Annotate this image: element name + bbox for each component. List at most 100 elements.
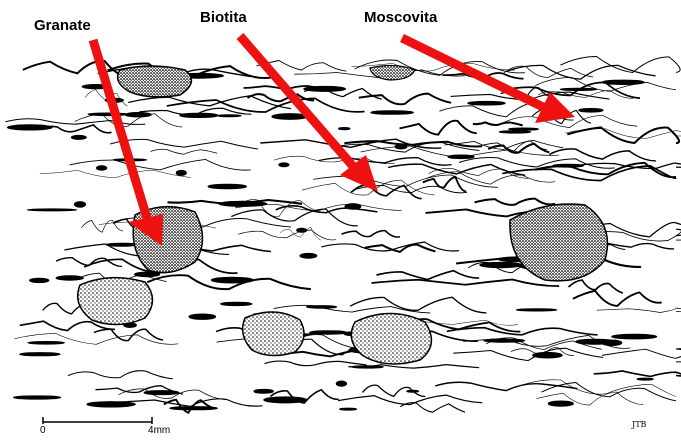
foliation-line: [602, 348, 681, 361]
biotite-flake: [144, 391, 179, 395]
biotite-flake: [217, 115, 241, 117]
garnet-crystal: [78, 278, 153, 325]
foliation-line: [359, 94, 452, 105]
foliation-line: [447, 328, 598, 335]
biotite-flake: [106, 243, 136, 246]
scale-unit: mm: [154, 425, 171, 436]
biotite-flake: [7, 125, 52, 130]
biotite-flake: [208, 184, 247, 189]
biotite-flake: [484, 339, 525, 342]
biotite-flake: [407, 390, 419, 392]
biotite-flake: [579, 109, 603, 113]
biotite-flake: [97, 166, 107, 170]
scale-start-label: 0: [40, 425, 46, 436]
biotite-flake: [125, 113, 151, 117]
biotite-flake: [88, 113, 128, 116]
biotite-flake: [304, 86, 346, 91]
biotite-flake: [306, 306, 336, 309]
foliation-line: [535, 78, 676, 92]
biotite-flake: [170, 407, 218, 410]
biotite-flake: [189, 314, 216, 319]
foliation-line: [542, 383, 677, 401]
biotite-flake: [448, 155, 474, 159]
scale-bar: [43, 417, 152, 424]
foliation-line: [94, 329, 163, 340]
biotite-flake: [480, 262, 522, 267]
garnet-crystal: [510, 204, 608, 281]
foliation-line: [597, 308, 681, 313]
biotite-flake: [338, 128, 350, 130]
foliation-line: [426, 172, 556, 185]
foliation-line: [40, 170, 191, 178]
biotite-flake: [553, 164, 584, 167]
biotite-flake: [340, 408, 357, 410]
foliation-line: [475, 199, 556, 205]
foliation-line: [473, 122, 523, 125]
foliation-line: [350, 297, 486, 313]
foliation-line: [6, 119, 146, 125]
label-moscovita: Moscovita: [364, 9, 437, 26]
biotite-flake: [310, 331, 347, 334]
biotite-flake: [345, 204, 361, 210]
foliation-line: [231, 209, 357, 226]
garnet-crystal: [118, 66, 192, 97]
biotite-flake: [516, 309, 557, 311]
biotite-flake: [87, 402, 135, 407]
biotite-flake: [56, 276, 83, 280]
biotite-flake: [509, 128, 539, 130]
foliation-line: [561, 57, 681, 73]
biotite-flake: [221, 302, 252, 305]
foliation-line: [265, 361, 367, 366]
biotite-flake: [279, 163, 289, 167]
biotite-flake: [297, 228, 307, 232]
foliation-line: [342, 231, 400, 237]
biotite-flake: [533, 352, 563, 358]
garnet-crystal: [370, 65, 415, 80]
foliation-line: [248, 94, 315, 101]
biotite-flake: [548, 401, 573, 406]
foliation-line: [119, 399, 263, 407]
biotite-flake: [612, 334, 657, 339]
biotite-flake: [351, 366, 383, 368]
biotite-flake: [219, 201, 267, 206]
biotite-flake: [468, 101, 505, 105]
biotite-flake: [254, 389, 274, 393]
biotite-flake: [499, 131, 531, 133]
biotite-flake: [27, 209, 77, 211]
foliation-line: [400, 121, 477, 135]
biotite-flake: [74, 202, 85, 208]
biotite-flake: [371, 111, 414, 115]
biotite-flake: [264, 397, 307, 403]
foliation-line: [238, 230, 336, 240]
biotite-flake: [560, 88, 597, 90]
garnet-crystal: [351, 314, 431, 365]
biotite-flake: [336, 381, 346, 386]
biotite-flake: [13, 396, 60, 399]
biotite-flake: [300, 253, 317, 258]
foliation-line: [481, 141, 546, 152]
biotite-flake: [211, 277, 253, 283]
foliation-line: [573, 291, 662, 306]
biotite-flake: [176, 170, 186, 175]
foliation-line: [274, 156, 395, 163]
biotite-flake: [180, 113, 218, 117]
biotita-arrow: [240, 36, 378, 192]
label-granate: Granate: [34, 17, 91, 34]
foliation-line: [313, 175, 498, 187]
foliation-line: [151, 149, 218, 154]
biotite-flake: [20, 353, 60, 356]
foliation-line: [594, 371, 681, 377]
label-biotita: Biotita: [200, 9, 247, 26]
garnet-crystal: [243, 312, 304, 356]
biotite-flake: [28, 342, 65, 345]
biotite-flake: [71, 135, 86, 139]
foliation-line: [68, 371, 173, 379]
foliation-line: [372, 280, 560, 287]
biotite-flake: [602, 80, 644, 84]
foliation-line: [167, 98, 365, 112]
artist-initials: JTB: [632, 420, 646, 429]
biotite-flake: [395, 144, 407, 149]
foliation-line: [377, 271, 480, 280]
scale-end-label: 4mm: [148, 425, 170, 436]
